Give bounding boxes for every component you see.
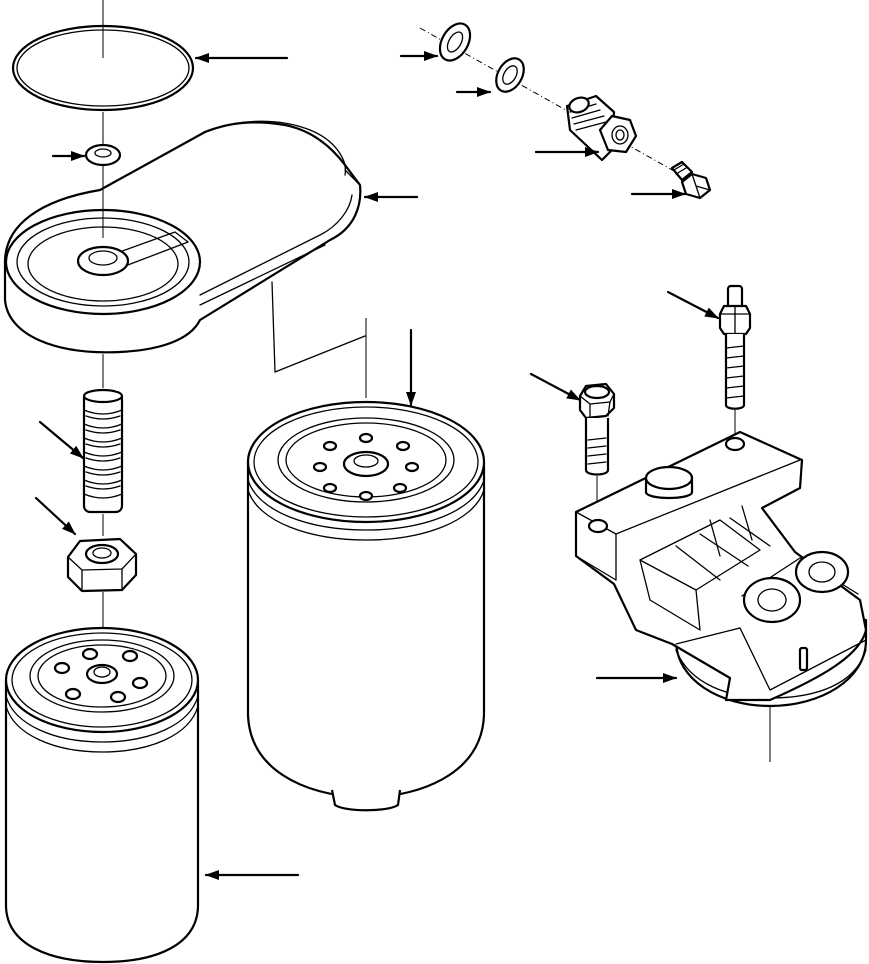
o-ring (11, 0, 195, 112)
mounting-bolt (578, 382, 616, 518)
cover-fuel-leader (271, 281, 366, 373)
stud-bolt (718, 284, 752, 436)
arrow-stud-bolt (666, 290, 720, 320)
sealing-washer-1 (438, 22, 472, 62)
sealing-washer-2 (495, 57, 525, 93)
bleed-screw (670, 160, 712, 200)
threaded-stud (82, 354, 124, 536)
mounting-bracket (574, 430, 868, 762)
callout-arrows (34, 51, 720, 880)
hex-nut (66, 537, 138, 628)
arrow-hex-nut (34, 496, 77, 536)
oil-filter (4, 626, 200, 964)
small-washer (84, 112, 122, 167)
fuel-filter (246, 318, 486, 812)
filter-head-cover (3, 120, 362, 354)
arrow-threaded-stud (38, 420, 85, 460)
banjo-fitting (565, 94, 638, 162)
arrow-mounting-bolt (529, 372, 582, 402)
